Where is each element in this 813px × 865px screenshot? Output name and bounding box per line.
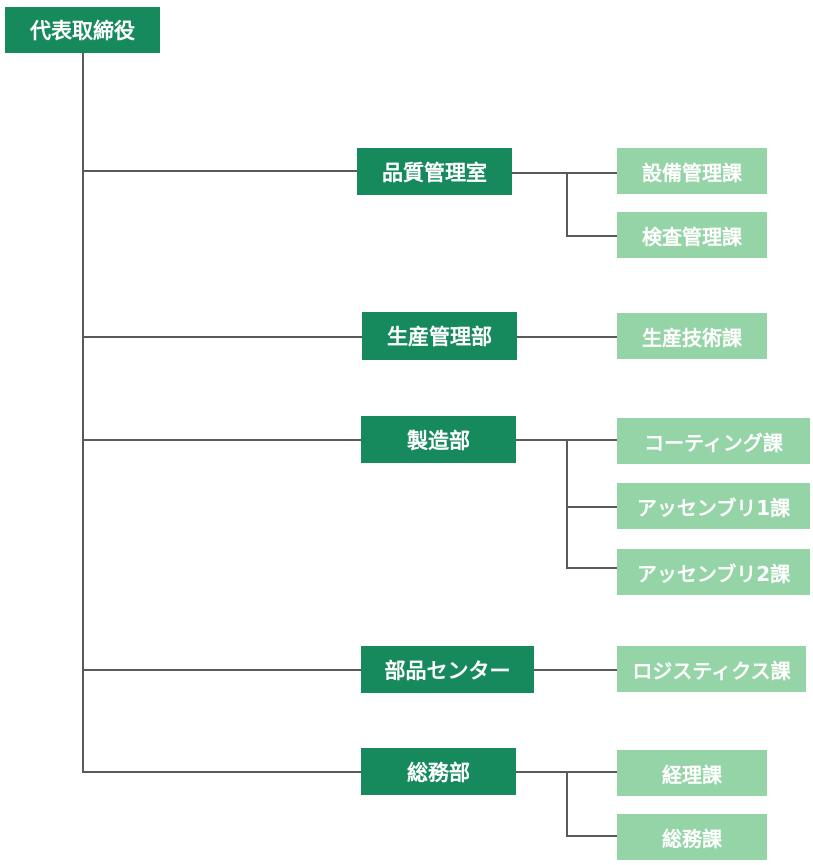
link-manufacturing-to-section-2 xyxy=(566,506,618,508)
dept-box-general-affairs: 総務部 xyxy=(361,748,516,795)
link-manufacturing-vertical xyxy=(566,439,568,568)
link-manufacturing-to-section-3 xyxy=(566,567,618,569)
branch-line-general-affairs xyxy=(82,771,362,773)
link-parts-center-to-section xyxy=(534,669,618,671)
dept-box-quality-control: 品質管理室 xyxy=(357,148,512,195)
root-box-representative-director: 代表取締役 xyxy=(5,7,160,53)
link-general-affairs-to-section-2 xyxy=(566,835,618,837)
section-box-inspection-management: 検査管理課 xyxy=(617,212,767,258)
branch-line-quality xyxy=(82,170,358,172)
link-quality-to-section-2 xyxy=(566,235,618,237)
link-general-affairs-vertical xyxy=(566,771,568,837)
branch-line-parts-center xyxy=(82,669,362,671)
dept-box-manufacturing: 製造部 xyxy=(361,416,516,463)
section-box-accounting: 経理課 xyxy=(617,750,767,796)
branch-line-production-control xyxy=(82,336,363,338)
link-production-control-to-section xyxy=(517,336,618,338)
link-quality-vertical xyxy=(566,172,568,236)
section-box-equipment-management: 設備管理課 xyxy=(617,148,767,194)
section-box-assembly-1: アッセンブリ1課 xyxy=(617,483,810,529)
branch-line-manufacturing xyxy=(82,439,362,441)
trunk-line xyxy=(82,52,84,772)
section-box-coating: コーティング課 xyxy=(617,418,810,464)
link-general-affairs-stem xyxy=(516,771,568,773)
section-box-logistics: ロジスティクス課 xyxy=(617,646,806,692)
link-general-affairs-to-section-1 xyxy=(566,771,618,773)
dept-box-parts-center: 部品センター xyxy=(361,646,534,693)
link-quality-stem xyxy=(512,172,568,174)
section-box-production-engineering: 生産技術課 xyxy=(617,313,767,359)
dept-box-production-control: 生産管理部 xyxy=(362,312,517,360)
section-box-assembly-2: アッセンブリ2課 xyxy=(617,549,810,595)
section-box-general-affairs: 総務課 xyxy=(617,814,767,860)
link-quality-to-section-1 xyxy=(566,172,618,174)
link-manufacturing-to-section-1 xyxy=(566,439,618,441)
link-manufacturing-stem xyxy=(516,439,568,441)
